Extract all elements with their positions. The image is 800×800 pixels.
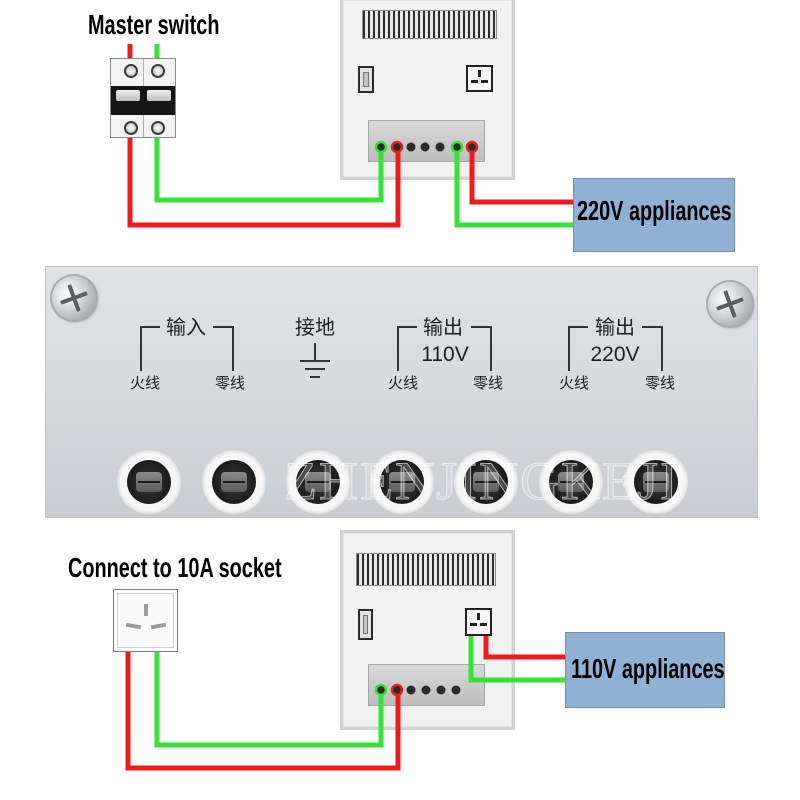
breaker-lever <box>147 90 171 101</box>
terminal-hole-110-neutral <box>454 450 518 514</box>
master-switch-breaker <box>110 58 176 138</box>
transformer-top-view <box>340 530 515 730</box>
vent-grille <box>362 10 497 39</box>
output-220-bracket-right <box>642 326 663 371</box>
output-110-bracket-left <box>397 326 417 371</box>
terminal-hole-220-live <box>539 450 603 514</box>
terminal-hole-input-neutral <box>202 450 266 514</box>
input-title: 输入 <box>166 315 206 339</box>
output-110-title: 输出 <box>423 315 463 339</box>
input-live-label: 火线 <box>129 374 160 392</box>
master-switch-label: Master switch <box>88 9 220 40</box>
ground-title: 接地 <box>295 315 335 339</box>
output-110-voltage: 110V <box>421 343 469 366</box>
ground-symbol-icon <box>300 343 330 378</box>
output-220-neutral-label: 零线 <box>644 374 675 392</box>
terminal-hole-ground <box>286 450 350 514</box>
input-bracket-right <box>213 326 234 371</box>
socket-connection-label: Connect to 10A socket <box>68 552 282 583</box>
output-110-neutral-label: 零线 <box>472 374 503 392</box>
appliances-220v-label: 220V appliances <box>577 195 732 226</box>
output-110-live-label: 火线 <box>387 374 418 392</box>
appliances-110v-box: 110V appliances <box>565 632 725 708</box>
output-220-title: 输出 <box>595 315 635 339</box>
output-220-voltage: 220V <box>590 343 640 366</box>
power-switch-icon <box>358 66 374 93</box>
wall-socket-icon <box>113 589 178 652</box>
input-neutral-label: 零线 <box>214 374 245 392</box>
output-socket-icon <box>466 65 493 92</box>
vent-grille <box>356 553 496 586</box>
output-220-bracket-left <box>568 326 588 371</box>
breaker-terminal-screw <box>124 121 138 135</box>
appliances-110v-label: 110V appliances <box>571 653 725 684</box>
appliances-220v-box: 220V appliances <box>573 178 735 252</box>
breaker-lever <box>116 90 140 101</box>
terminal-hole-220-neutral <box>624 450 688 514</box>
screw-icon <box>46 269 103 327</box>
breaker-terminal-screw <box>151 121 165 135</box>
output-110-bracket-right <box>471 326 492 371</box>
breaker-lever-band <box>111 86 175 115</box>
breaker-terminal-screw <box>151 64 165 78</box>
terminal-hole-110-live <box>370 450 434 514</box>
output-socket-icon <box>465 608 492 636</box>
terminal-hole-input-live <box>117 450 181 514</box>
output-220-live-label: 火线 <box>558 374 589 392</box>
input-bracket-left <box>140 326 160 371</box>
watermark: ZHENJINGKEJI <box>284 451 680 511</box>
terminal-panel: 输入 火线 零线 接地 输出 110V 火线 零线 输出 220V 火线 零线 … <box>45 266 758 518</box>
breaker-terminal-screw <box>124 64 138 78</box>
screw-icon <box>701 275 757 333</box>
transformer-top-view <box>340 0 515 180</box>
power-switch-icon <box>358 609 373 640</box>
terminal-strip <box>368 664 485 706</box>
terminal-strip <box>368 120 485 162</box>
